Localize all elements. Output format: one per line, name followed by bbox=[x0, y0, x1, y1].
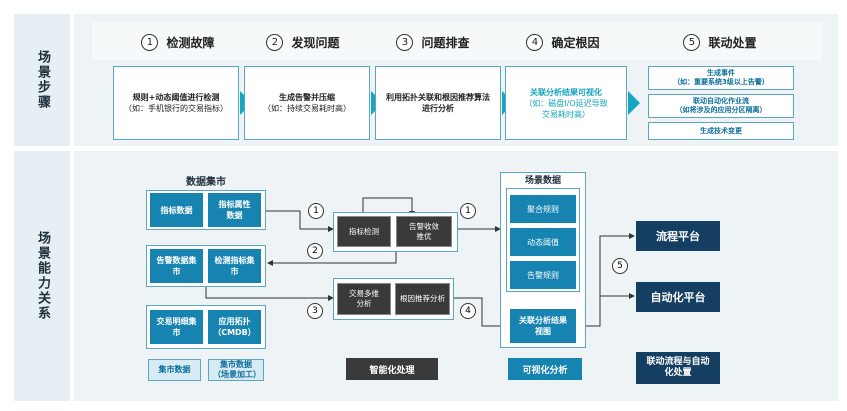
connector-number-5: 5 bbox=[612, 258, 628, 274]
step-box-2: 生成告警并压缩 （如：持续交易耗时高） bbox=[244, 66, 370, 140]
label-market-data-scene: 集市数据（场景加工） bbox=[208, 359, 264, 381]
step-header-3: 3 问题排查 bbox=[368, 30, 498, 54]
data-box-metric: 指标数据 bbox=[150, 193, 203, 227]
step-number-1: 1 bbox=[141, 33, 159, 51]
step-header-1: 1 检测故障 bbox=[108, 30, 248, 54]
step-title-3: 问题排查 bbox=[421, 35, 470, 50]
process-alert-converge: 告警收敛推优 bbox=[396, 216, 452, 247]
step-box-3: 利用拓扑关联和根因推荐算法 进行分析 bbox=[375, 66, 501, 140]
scene-box-dynamic-threshold: 动态阈值 bbox=[510, 228, 576, 256]
step-number-3: 3 bbox=[396, 33, 414, 51]
connector-number-1b: 1 bbox=[460, 203, 476, 219]
label-linkage-disposal: 联动流程与自动化处置 bbox=[636, 352, 720, 384]
chevron-arrow-icon bbox=[628, 91, 640, 115]
step5-event-box: 生成事件 （如：重要系统3级以上告警） bbox=[648, 66, 794, 90]
step-header-2: 2 发现问题 bbox=[238, 30, 368, 54]
side-label-capability: 场景能力关系 bbox=[14, 151, 70, 401]
process-trade-analysis: 交易多维分析 bbox=[337, 283, 391, 315]
label-intelligent-processing: 智能化处理 bbox=[346, 358, 438, 380]
connector-number-1a: 1 bbox=[308, 203, 324, 219]
data-box-metric-attr: 指标属性数据 bbox=[208, 193, 261, 227]
connector-line bbox=[454, 297, 513, 329]
connector-number-2: 2 bbox=[307, 243, 323, 259]
data-box-alert-market: 告警数据集市 bbox=[150, 249, 203, 283]
connector-line bbox=[267, 247, 397, 266]
connector-line bbox=[362, 197, 415, 217]
step5-automation-box: 联动自动化作业流 （如将涉及的应用分区隔离） bbox=[648, 94, 794, 118]
label-market-data: 集市数据 bbox=[148, 359, 201, 381]
label-visual-analysis: 可视化分析 bbox=[508, 358, 582, 380]
platform-automation: 自动化平台 bbox=[636, 282, 720, 312]
step-title-5: 联动处置 bbox=[708, 35, 757, 50]
step-title-2: 发现问题 bbox=[291, 35, 340, 50]
data-box-detect-market: 检测指标集市 bbox=[208, 249, 261, 283]
data-box-topology: 应用拓扑（CMDB） bbox=[208, 310, 261, 344]
scene-box-aggregation: 聚合规则 bbox=[510, 195, 576, 223]
step-number-5: 5 bbox=[683, 33, 701, 51]
steps-header-band bbox=[92, 22, 822, 60]
scene-box-alert-rules: 告警规则 bbox=[510, 261, 576, 289]
connector-line bbox=[205, 287, 334, 301]
step-header-5: 5 联动处置 bbox=[640, 30, 800, 54]
step-title-1: 检测故障 bbox=[166, 35, 215, 50]
connector-line bbox=[586, 233, 635, 327]
scene-box-result-view: 关联分析结果视图 bbox=[510, 309, 576, 343]
step-title-4: 确定根因 bbox=[551, 35, 600, 50]
process-metric-detect: 指标检测 bbox=[337, 216, 391, 247]
platform-process: 流程平台 bbox=[636, 221, 720, 251]
scene-data-title: 场景数据 bbox=[524, 176, 561, 186]
side-label-steps: 场景步骤 bbox=[14, 14, 70, 146]
data-market-title: 数据集市 bbox=[186, 177, 226, 188]
step-box-4: 关联分析结果可视化 （如：磁盘I/O延迟导致 交易耗时高） bbox=[505, 66, 627, 140]
step5-change-box: 生成技术变更 bbox=[648, 122, 794, 140]
connector-number-4: 4 bbox=[460, 303, 476, 319]
step-header-4: 4 确定根因 bbox=[498, 30, 628, 54]
data-box-trade-market: 交易明细集市 bbox=[150, 310, 203, 344]
step-box-1: 规则+动态阈值进行检测 （如：手机银行的交易指标） bbox=[113, 66, 239, 140]
connector-number-3: 3 bbox=[307, 303, 323, 319]
step-number-2: 2 bbox=[266, 33, 284, 51]
process-rootcause: 根因推荐分析 bbox=[395, 283, 450, 315]
step-number-4: 4 bbox=[526, 33, 544, 51]
connector-line bbox=[266, 210, 334, 232]
